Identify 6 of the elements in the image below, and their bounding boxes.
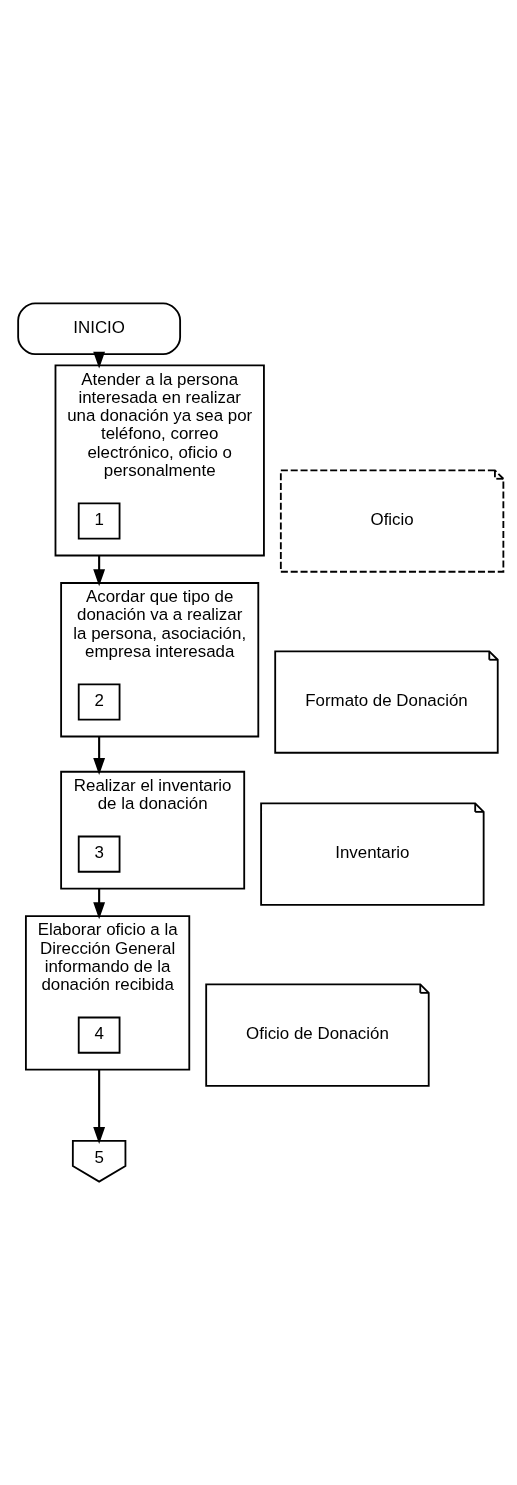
node-box: 3	[77, 835, 120, 873]
arrow	[92, 1069, 105, 1144]
node-box: 4	[77, 1016, 120, 1054]
arrow	[92, 736, 105, 775]
node-box: 2	[77, 683, 120, 721]
node-box: 1	[77, 502, 120, 540]
